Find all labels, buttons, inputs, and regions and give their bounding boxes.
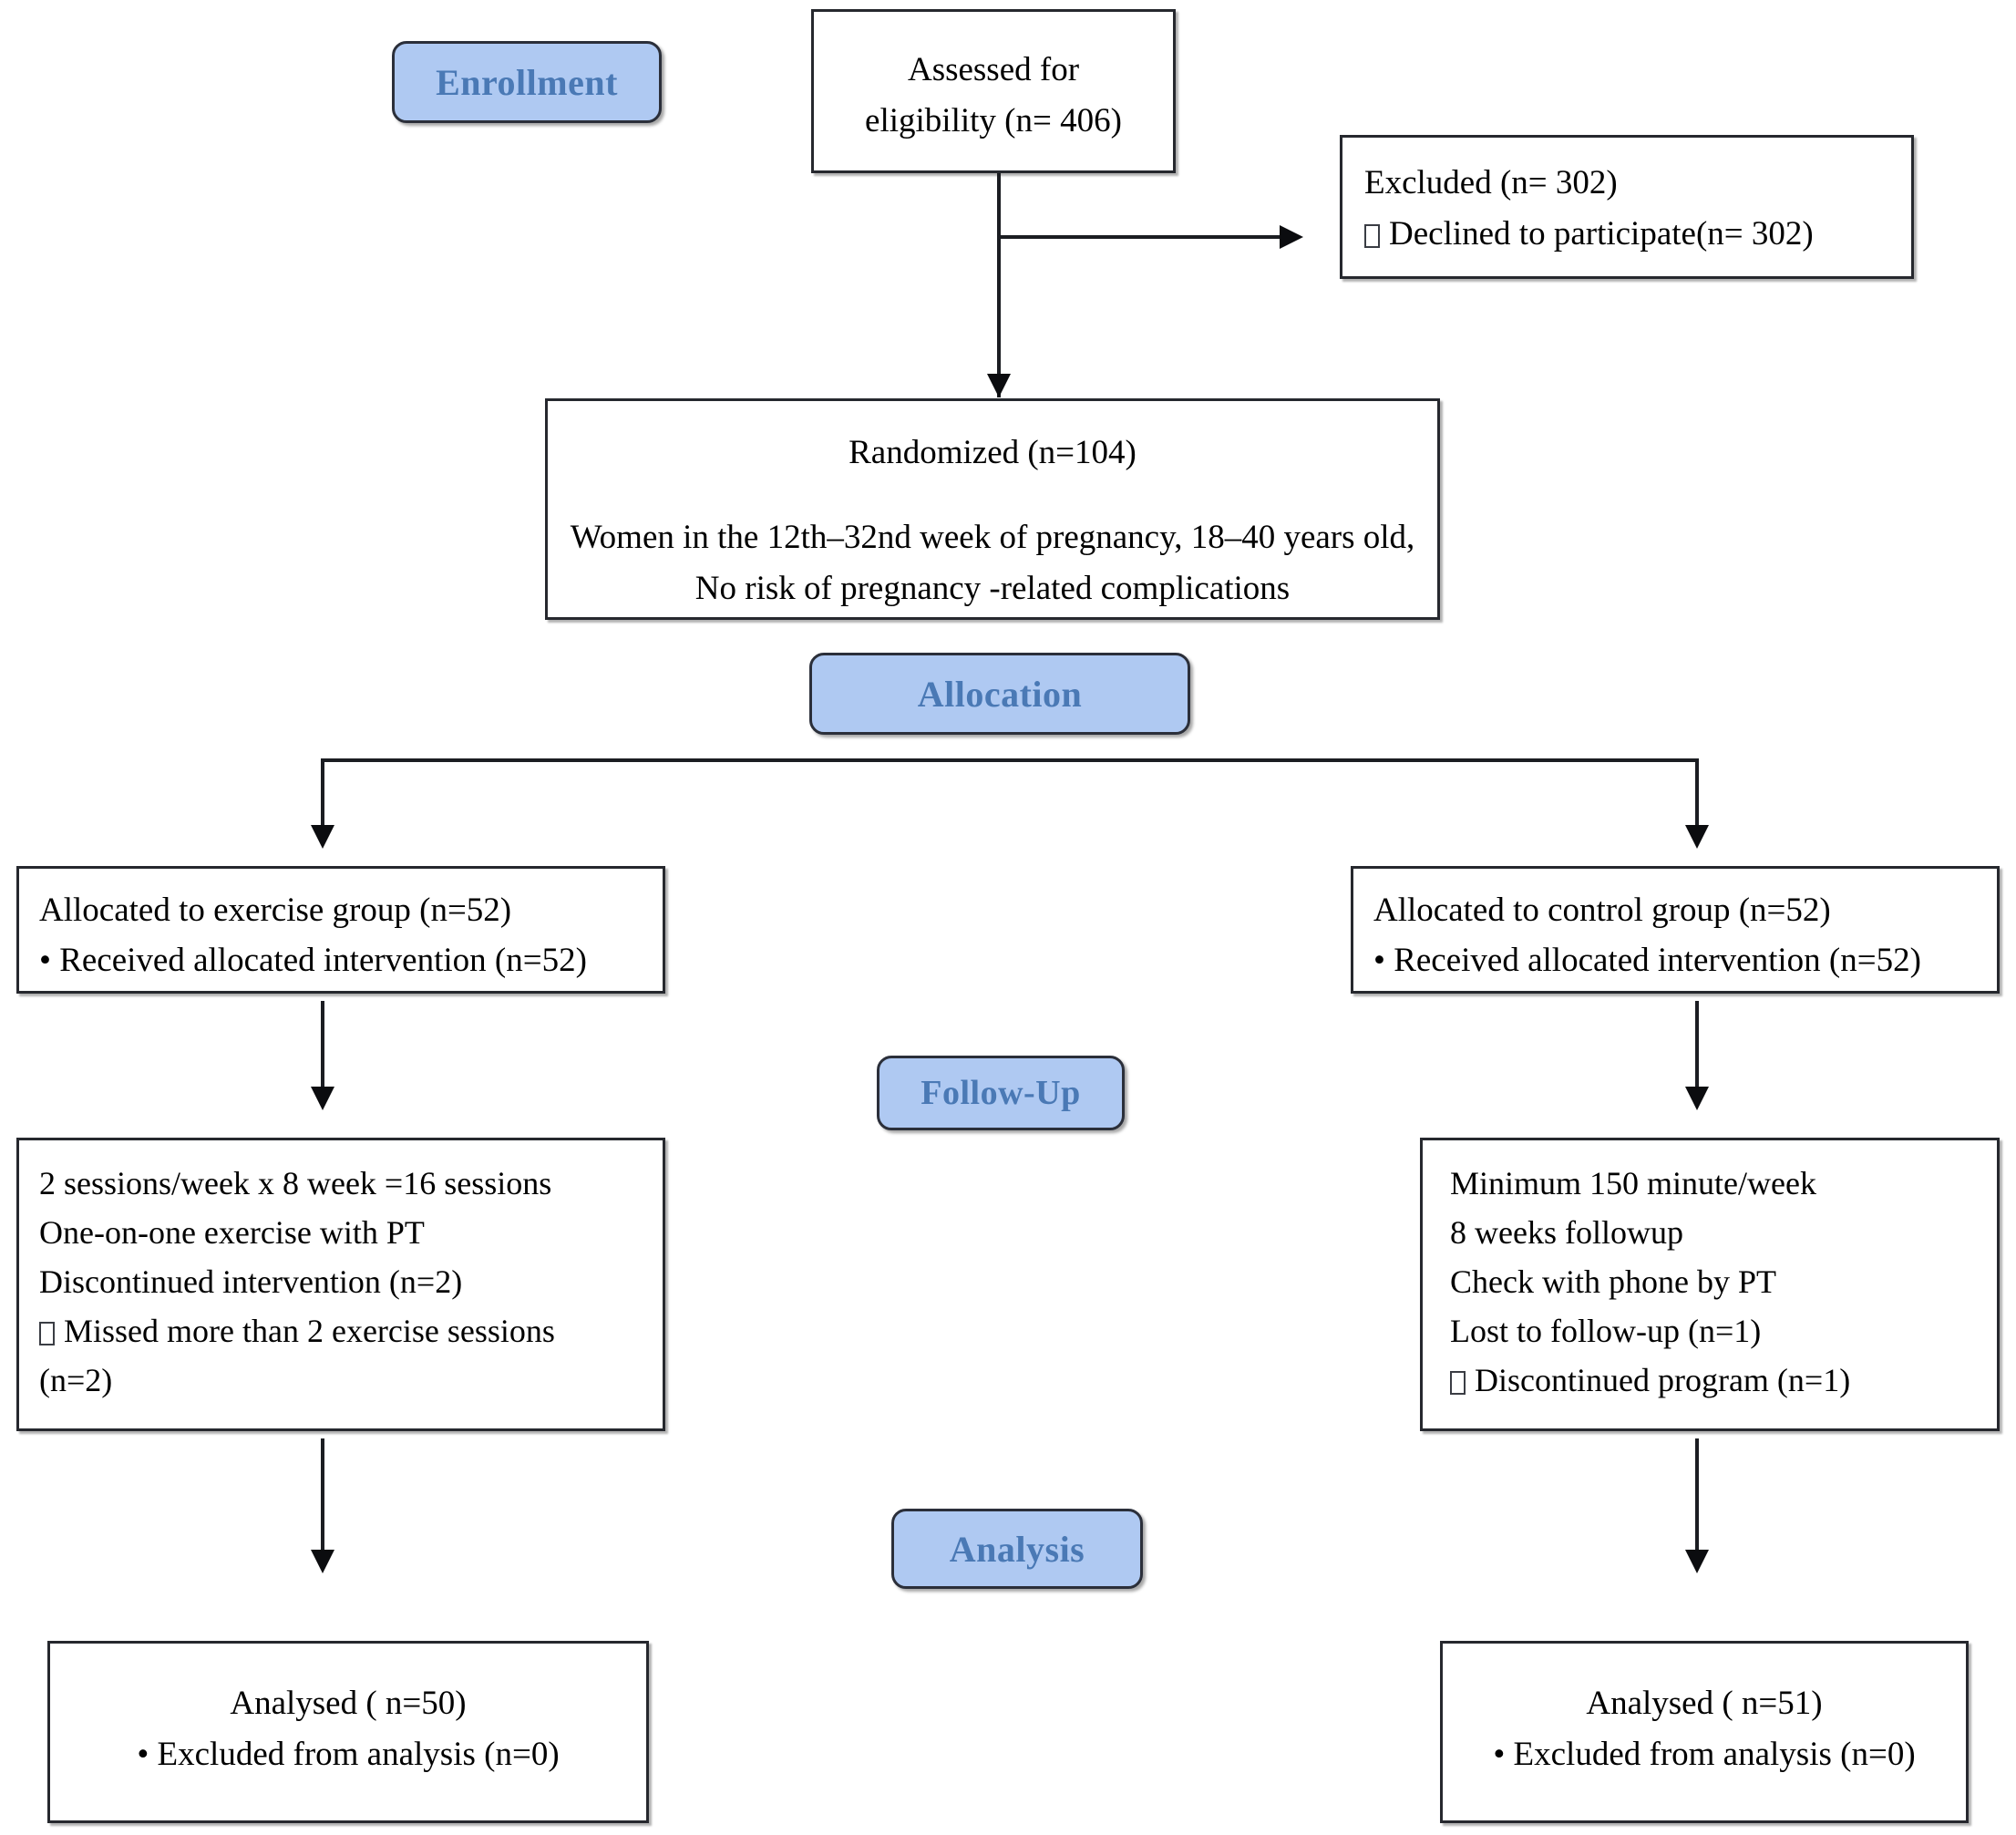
connector-control-to-analysis-line bbox=[1695, 1438, 1699, 1566]
connector-allocation-left-arrowhead bbox=[311, 825, 334, 849]
connector-exercise-to-analysis-line bbox=[321, 1438, 324, 1566]
connector-exercise-to-analysis-arrowhead bbox=[311, 1550, 334, 1573]
box-assessed-for-eligibility: Assessed for eligibility (n= 406) bbox=[811, 9, 1176, 173]
followup-control-bullet-text: Discontinued program (n=1) bbox=[1475, 1362, 1851, 1398]
followup-exercise-bullet-row: Missed more than 2 exercise sessions bbox=[39, 1306, 643, 1356]
box-randomized: Randomized (n=104) Women in the 12th–32n… bbox=[545, 398, 1440, 620]
followup-control-line-2: 8 weeks followup bbox=[1450, 1214, 1683, 1251]
stage-tab-analysis: Analysis bbox=[891, 1509, 1143, 1589]
box-allocated-exercise-group: Allocated to exercise group (n=52) • Rec… bbox=[16, 866, 665, 994]
allocated-control-line-2: • Received allocated intervention (n=52) bbox=[1373, 942, 1921, 979]
stage-tab-followup-label: Follow-Up bbox=[921, 1074, 1081, 1112]
followup-control-line-4: Lost to follow-up (n=1) bbox=[1450, 1313, 1762, 1349]
assessed-line-2: eligibility (n= 406) bbox=[865, 102, 1122, 139]
stage-tab-allocation-label: Allocation bbox=[917, 673, 1083, 715]
followup-control-line-3: Check with phone by PT bbox=[1450, 1263, 1776, 1300]
box-followup-exercise-group: 2 sessions/week x 8 week =16 sessions On… bbox=[16, 1138, 665, 1431]
connector-allocation-split-bar bbox=[321, 758, 1699, 762]
followup-exercise-tail-line: (n=2) bbox=[39, 1362, 113, 1398]
randomized-spacer bbox=[564, 479, 1421, 512]
stage-tab-allocation: Allocation bbox=[809, 653, 1190, 735]
excluded-bullet-row: Declined to participate(n= 302) bbox=[1364, 209, 1889, 260]
missing-bullet-glyph-icon bbox=[1364, 224, 1380, 248]
allocated-exercise-line-2: • Received allocated intervention (n=52) bbox=[39, 942, 587, 979]
connector-exercise-to-followup-line bbox=[321, 1001, 324, 1101]
followup-control-line-1: Minimum 150 minute/week bbox=[1450, 1165, 1816, 1201]
connector-to-excluded-line bbox=[997, 235, 1280, 239]
followup-exercise-line-2: One-on-one exercise with PT bbox=[39, 1214, 425, 1251]
box-analysed-exercise-group: Analysed ( n=50) • Excluded from analysi… bbox=[47, 1641, 649, 1823]
connector-assessed-stem bbox=[997, 173, 1001, 397]
stage-tab-enrollment-label: Enrollment bbox=[436, 61, 618, 103]
allocated-control-line-1: Allocated to control group (n=52) bbox=[1373, 892, 1831, 929]
missing-bullet-glyph-icon bbox=[1450, 1371, 1466, 1395]
box-followup-control-group: Minimum 150 minute/week 8 weeks followup… bbox=[1420, 1138, 2000, 1431]
excluded-line-1: Excluded (n= 302) bbox=[1364, 164, 1618, 201]
connector-allocation-right-arrowhead bbox=[1685, 825, 1709, 849]
box-excluded: Excluded (n= 302) Declined to participat… bbox=[1340, 135, 1914, 279]
randomized-line-3: Women in the 12th–32nd week of pregnancy… bbox=[570, 519, 1415, 556]
box-allocated-control-group: Allocated to control group (n=52) • Rece… bbox=[1351, 866, 2000, 994]
connector-control-to-analysis-arrowhead bbox=[1685, 1550, 1709, 1573]
connector-allocation-right-drop bbox=[1695, 758, 1699, 842]
connector-exercise-to-followup-arrowhead bbox=[311, 1087, 334, 1110]
randomized-line-1: Randomized (n=104) bbox=[849, 434, 1137, 471]
allocated-exercise-line-1: Allocated to exercise group (n=52) bbox=[39, 892, 512, 929]
analysed-exercise-line-2: • Excluded from analysis (n=0) bbox=[137, 1736, 560, 1773]
stage-tab-analysis-label: Analysis bbox=[949, 1528, 1085, 1570]
analysed-control-line-2: • Excluded from analysis (n=0) bbox=[1493, 1736, 1916, 1773]
stage-tab-enrollment: Enrollment bbox=[392, 41, 662, 123]
connector-allocation-left-drop bbox=[321, 758, 324, 842]
followup-exercise-bullet-text: Missed more than 2 exercise sessions bbox=[64, 1313, 555, 1349]
randomized-line-4: No risk of pregnancy -related complicati… bbox=[694, 570, 1291, 607]
excluded-bullet-text: Declined to participate(n= 302) bbox=[1389, 215, 1814, 253]
connector-to-randomized-arrowhead bbox=[987, 374, 1011, 397]
followup-exercise-line-3: Discontinued intervention (n=2) bbox=[39, 1263, 463, 1300]
analysed-control-line-1: Analysed ( n=51) bbox=[1586, 1685, 1823, 1722]
missing-bullet-glyph-icon bbox=[39, 1322, 55, 1345]
stage-tab-followup: Follow-Up bbox=[877, 1056, 1125, 1130]
followup-control-bullet-row: Discontinued program (n=1) bbox=[1450, 1356, 1970, 1405]
box-analysed-control-group: Analysed ( n=51) • Excluded from analysi… bbox=[1440, 1641, 1969, 1823]
connector-control-to-followup-arrowhead bbox=[1685, 1087, 1709, 1110]
connector-to-excluded-arrowhead bbox=[1280, 225, 1303, 249]
assessed-line-1: Assessed for bbox=[907, 51, 1080, 88]
connector-control-to-followup-line bbox=[1695, 1001, 1699, 1101]
analysed-exercise-line-1: Analysed ( n=50) bbox=[230, 1685, 467, 1722]
followup-exercise-line-1: 2 sessions/week x 8 week =16 sessions bbox=[39, 1165, 552, 1201]
